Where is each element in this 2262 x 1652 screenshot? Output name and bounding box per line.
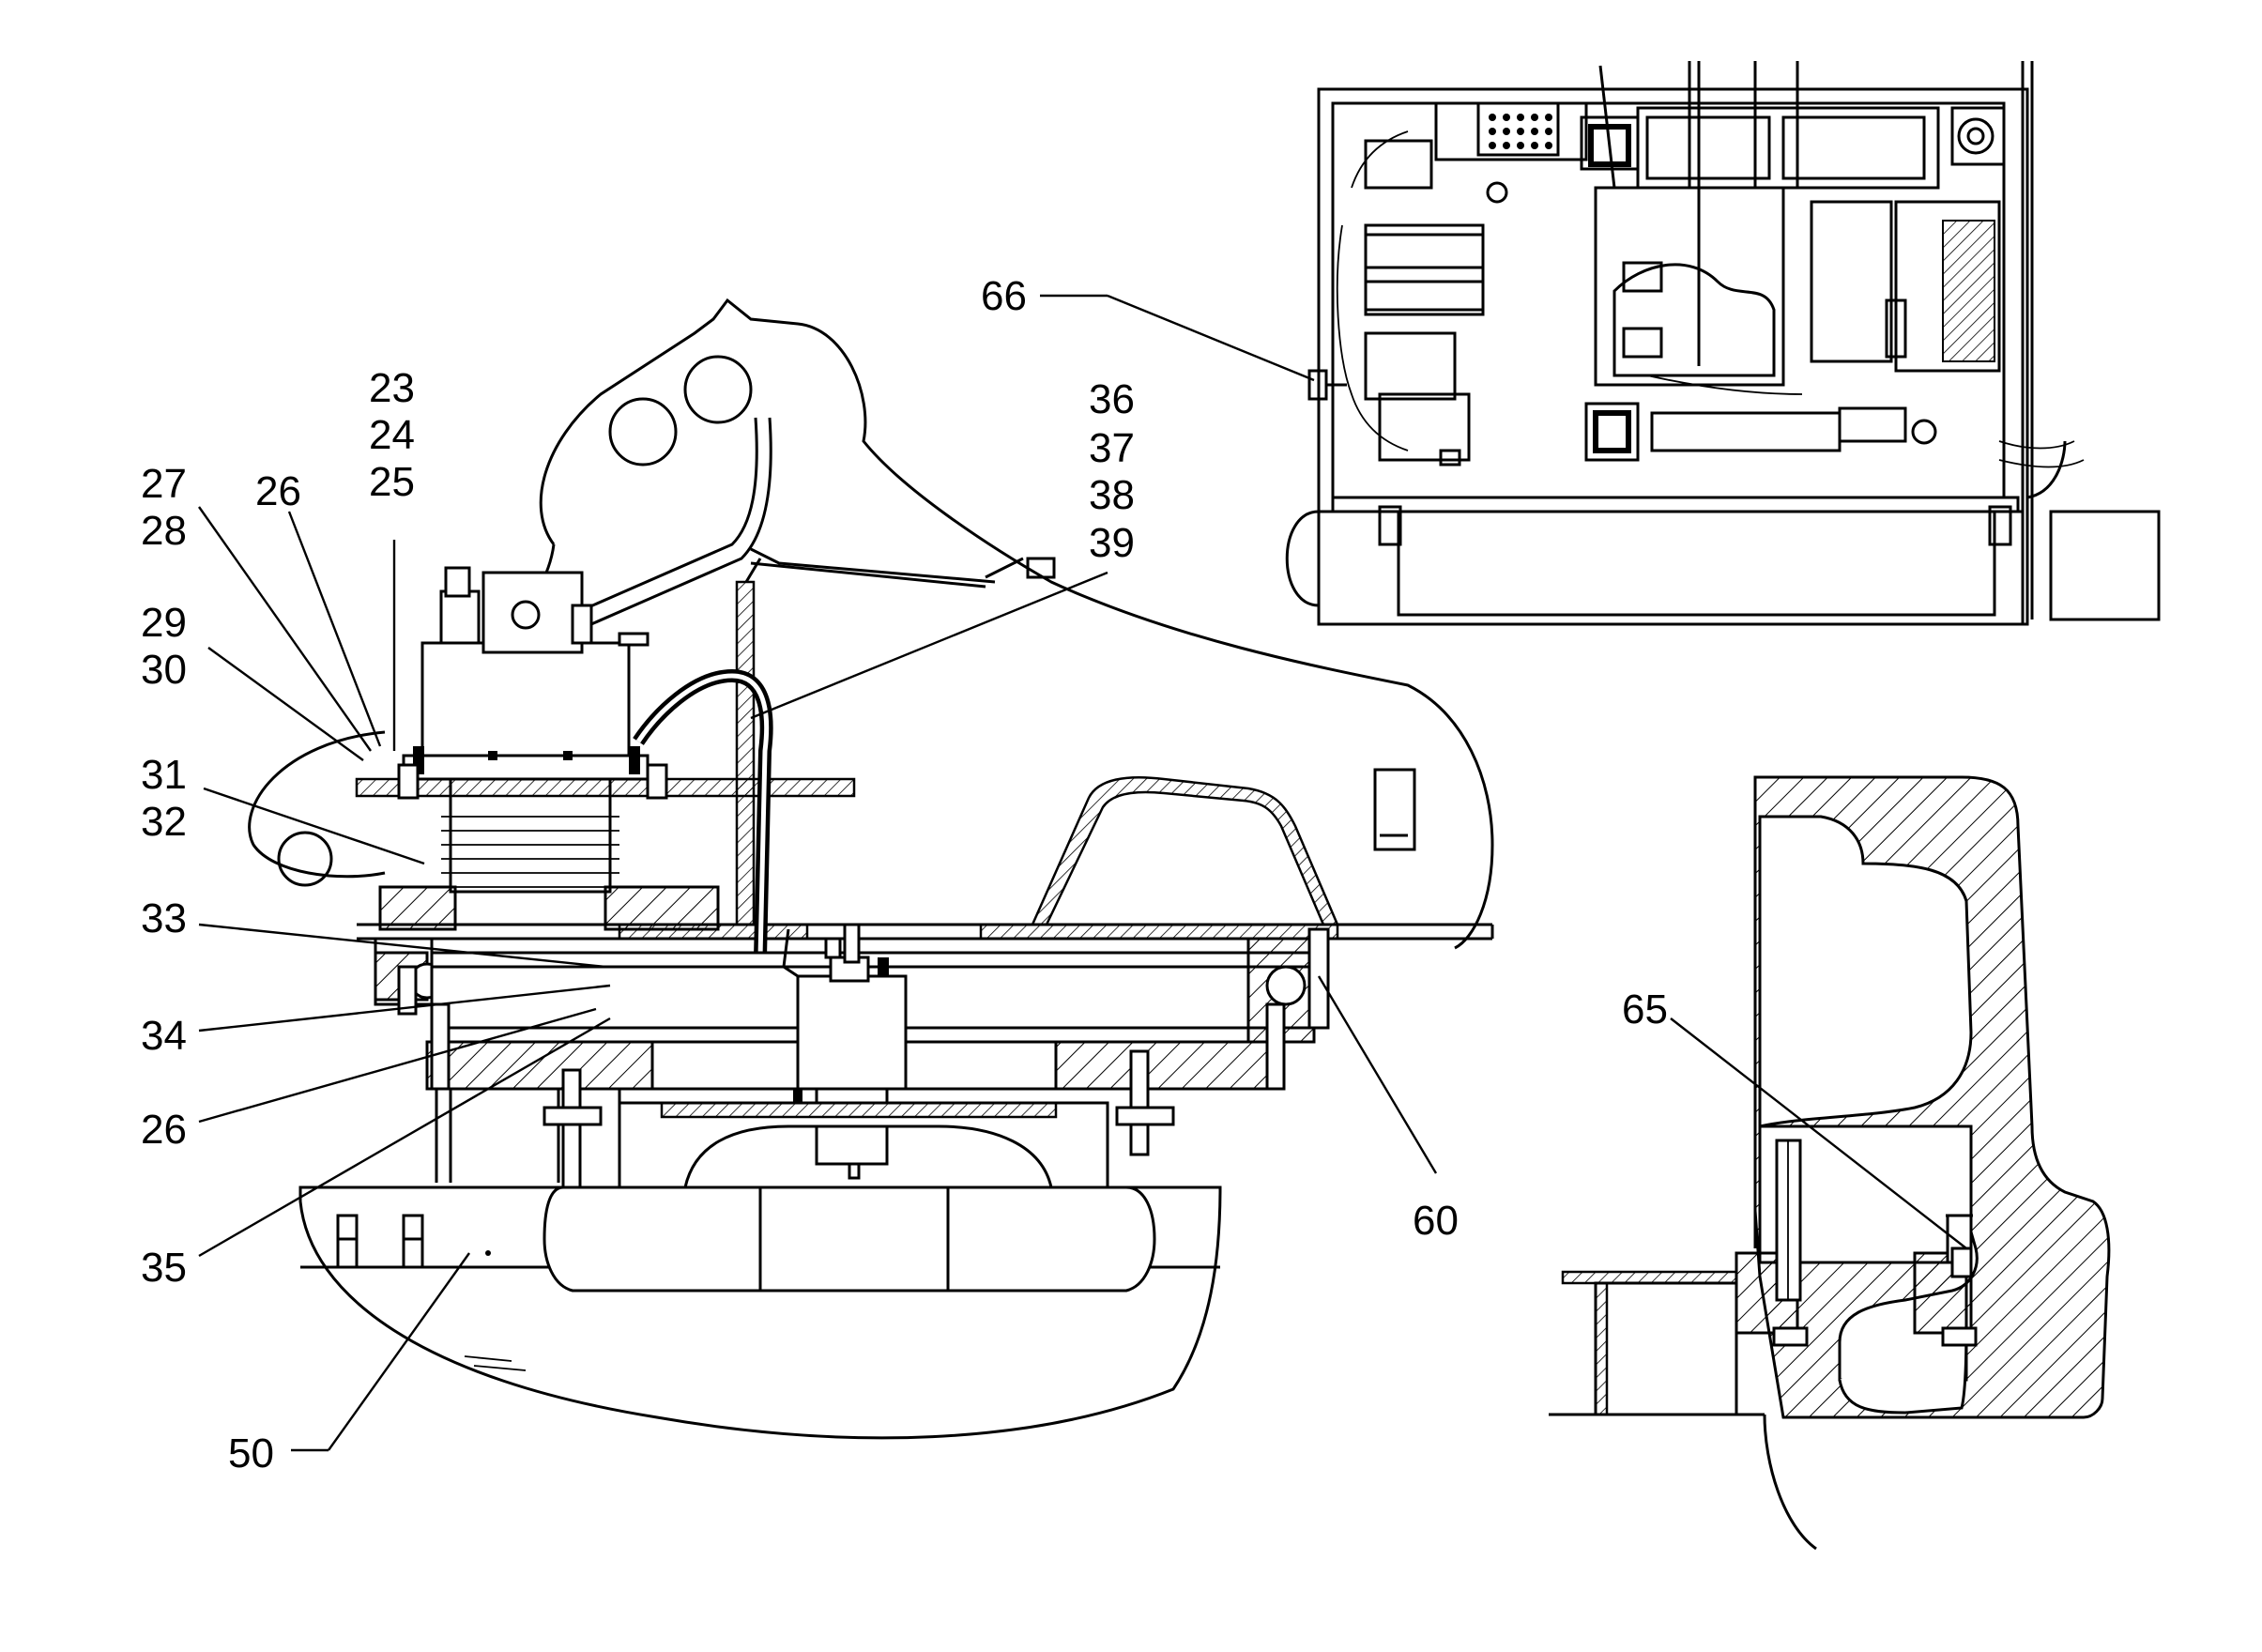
- callout-31: 31: [141, 752, 187, 798]
- callout-33: 33: [141, 895, 187, 941]
- callout-26-lower: 26: [141, 1107, 187, 1153]
- dot-grid-panel: [1489, 114, 1552, 149]
- callout-36: 36: [1089, 376, 1135, 422]
- top-view: [1285, 61, 2161, 626]
- callout-23: 23: [369, 365, 415, 411]
- callout-37: 37: [1089, 425, 1135, 471]
- callout-38: 38: [1089, 472, 1135, 518]
- callout-39: 39: [1089, 520, 1135, 566]
- callout-32: 32: [141, 799, 187, 845]
- detail-section: [1549, 775, 2111, 1551]
- callout-34: 34: [141, 1013, 187, 1059]
- leader-lines: [198, 294, 1967, 1452]
- callout-65: 65: [1622, 987, 1668, 1032]
- main-side-view: [248, 298, 1494, 1440]
- callout-29: 29: [141, 600, 187, 646]
- callout-26-upper: 26: [255, 468, 301, 514]
- callout-25: 25: [369, 459, 415, 505]
- callout-60: 60: [1413, 1198, 1459, 1244]
- cooler-grid: [1942, 220, 1995, 362]
- callout-66: 66: [981, 273, 1027, 319]
- callout-28: 28: [141, 508, 187, 554]
- callout-35: 35: [141, 1245, 187, 1291]
- callout-24: 24: [369, 412, 415, 458]
- swivel-joint: [402, 566, 650, 894]
- callout-27: 27: [141, 461, 187, 507]
- callout-50: 50: [228, 1430, 274, 1476]
- callout-30: 30: [141, 647, 187, 693]
- callout-labels: 23 24 25 27 28 26 29 30 31 32 33 34 26 3…: [141, 273, 1668, 1476]
